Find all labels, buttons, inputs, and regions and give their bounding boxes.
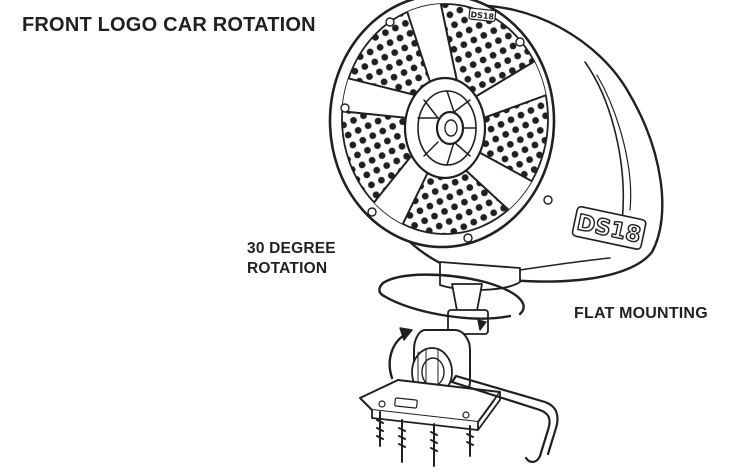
flat-mounting-label: FLAT MOUNTING <box>574 305 708 322</box>
speaker-grille: DS18 <box>328 0 556 249</box>
hex-key <box>450 374 559 463</box>
rotation-arrow <box>378 273 525 331</box>
diagram-title: FRONT LOGO CAR ROTATION <box>22 14 316 36</box>
tilt-arrow <box>388 327 413 380</box>
rotation-label-line2: ROTATION <box>247 260 328 277</box>
swivel-mount <box>411 261 521 399</box>
rotation-label-line1: 30 DEGREE <box>247 240 336 257</box>
rotation-label: 30 DEGREE ROTATION <box>247 239 336 279</box>
mounting-base <box>359 379 501 431</box>
bezel-screws <box>340 17 553 243</box>
base-screws <box>376 411 474 467</box>
top-badge-text: DS18 <box>470 10 495 21</box>
top-badge: DS18 <box>468 7 497 23</box>
